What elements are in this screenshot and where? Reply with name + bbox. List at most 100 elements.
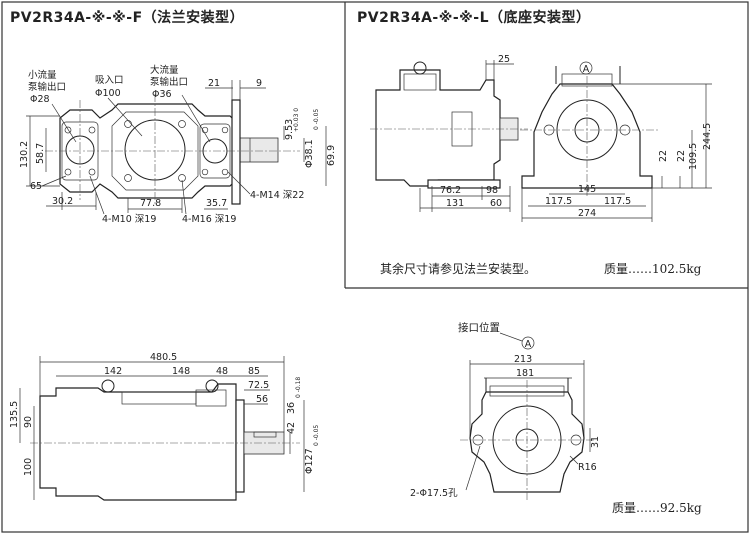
dim-109-5: 109.5 (688, 143, 699, 170)
bolt-m14: 4-M14 深22 (250, 190, 304, 201)
bolt-m10-leader (89, 175, 105, 215)
dim-131: 131 (446, 198, 464, 209)
suction-bolt (178, 120, 186, 128)
suction-bolt (124, 174, 132, 182)
bolt-m14-leader (227, 171, 251, 195)
dim-9: 9 (256, 78, 262, 89)
small-port-bolt (88, 126, 96, 134)
suction-label: 吸入口 (95, 75, 124, 86)
foot-side-lift-eye (413, 61, 427, 75)
dim-72-5: 72.5 (248, 380, 269, 391)
side-view: 480.5 142 148 48 85 72.5 56 135.5 90 100… (9, 352, 320, 501)
dim-31: 31 (590, 436, 601, 448)
foot-side-body (375, 69, 501, 187)
end-marker-a-circle (521, 336, 535, 350)
large-port-bolt (221, 126, 229, 134)
flange-view: 小流量 泵输出口 Φ28 吸入口 Φ100 大流量 泵输出口 Φ36 21 9 … (19, 64, 337, 225)
dim-58-7: 58.7 (35, 143, 46, 164)
large-port-label-2: 泵输出口 (150, 76, 188, 88)
side-body-outline (39, 383, 237, 501)
dim-r16-leader (569, 455, 579, 465)
dim-9-53-tol: +0.03 0 (293, 108, 300, 132)
large-port-dia: Φ36 (152, 89, 172, 100)
dim-48: 48 (216, 366, 228, 377)
dim-69-9: 69.9 (326, 145, 337, 166)
dim-117-5-left: 117.5 (545, 196, 572, 207)
dim-135-5: 135.5 (9, 401, 20, 428)
dim-60: 60 (490, 198, 502, 209)
small-port-dia: Φ28 (30, 94, 50, 105)
large-port-bolt (201, 126, 209, 134)
end-marker-a: A (525, 339, 532, 350)
large-port-label-1: 大流量 (150, 64, 179, 76)
dim-25: 25 (498, 54, 510, 65)
dim-65-leader (41, 175, 67, 187)
bolt-m16-leader (181, 179, 187, 215)
title-flange: PV2R34A-※-※-F（法兰安装型） (10, 9, 244, 26)
small-port-bolt (64, 126, 72, 134)
end-weight: 质量……92.5kg (612, 501, 702, 515)
dim-38-1: Φ38.1 (304, 139, 315, 168)
end-holes-leader (465, 445, 481, 491)
foot-side-base (427, 179, 501, 189)
foot-end-view: A 145 117.5 117.5 274 22 22 109.5 244.5 (520, 61, 713, 222)
small-port-bolt (64, 168, 72, 176)
side-port-block (195, 389, 227, 407)
large-port-leader (181, 94, 211, 143)
dim-21: 21 (208, 78, 220, 89)
dim-42: 42 (286, 422, 297, 434)
dim-36: 36 (286, 402, 297, 414)
bolt-m10: 4-M10 深19 (102, 214, 156, 225)
foot-note: 其余尺寸请参见法兰安装型。 (380, 261, 536, 276)
suction-leader (107, 97, 143, 137)
large-port-bolt (221, 168, 229, 176)
end-bolt-hole (570, 434, 582, 446)
end-view: 接口位置 A 213 181 31 R16 2-Φ17.5孔 (410, 321, 601, 500)
end-bolt-hole (472, 434, 484, 446)
dim-181: 181 (516, 368, 534, 379)
small-port-bolt (88, 168, 96, 176)
dim-274: 274 (578, 208, 596, 219)
dim-56: 56 (256, 394, 268, 405)
dim-480-5: 480.5 (150, 352, 177, 363)
suction-dia: Φ100 (95, 88, 121, 99)
small-port-leader (51, 103, 77, 143)
bolt-m16: 4-M16 深19 (182, 214, 236, 225)
side-lift-eye (101, 379, 115, 393)
dim-22-b: 22 (676, 150, 687, 162)
dim-148: 148 (172, 366, 190, 377)
dim-130-2: 130.2 (19, 141, 30, 168)
dim-145: 145 (578, 184, 596, 195)
side-lift-eye (205, 379, 219, 393)
dim-77-8: 77.8 (140, 198, 161, 209)
dim-9-53: 9.53 (284, 119, 295, 140)
dim-35-7: 35.7 (206, 198, 227, 209)
dim-30-2: 30.2 (52, 196, 73, 207)
dim-142: 142 (104, 366, 122, 377)
large-port-bolt (201, 168, 209, 176)
dim-22-a: 22 (658, 150, 669, 162)
dim-213: 213 (514, 354, 532, 365)
mounting-flange-plate (231, 99, 241, 205)
dim-36-tol: 0 -0.18 (295, 377, 302, 398)
dim-127-tol: 0 -0.05 (313, 425, 320, 446)
dim-117-5-right: 117.5 (604, 196, 631, 207)
end-port-leader (499, 332, 523, 342)
dim-98: 98 (486, 185, 498, 196)
dim-38-1-tol: 0 -0.05 (313, 109, 320, 130)
dim-244-5: 244.5 (702, 123, 713, 150)
small-port-label-2: 泵输出口 (28, 81, 66, 93)
foot-side-view: 25 76.2 98 131 60 (370, 54, 528, 212)
dim-85: 85 (248, 366, 260, 377)
end-port-position: 接口位置 (458, 321, 500, 334)
dim-100: 100 (23, 458, 34, 476)
title-foot: PV2R34A-※-※-L（底座安装型） (357, 9, 591, 26)
end-holes: 2-Φ17.5孔 (410, 488, 458, 499)
dim-127: Φ127 (304, 448, 315, 474)
suction-flange (111, 111, 199, 191)
flange-shaft (235, 137, 279, 163)
dim-65: 65 (30, 181, 42, 192)
side-keyway (253, 431, 277, 438)
